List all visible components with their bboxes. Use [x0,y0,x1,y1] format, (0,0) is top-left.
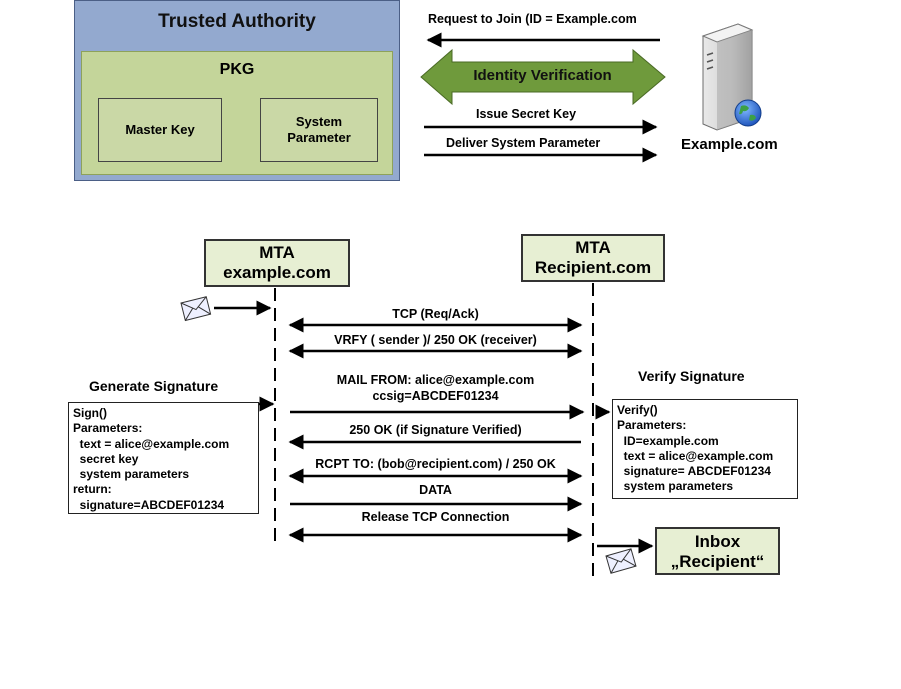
release-label: Release TCP Connection [361,510,510,524]
master-key-box: Master Key [98,98,222,162]
globe-icon [734,99,762,127]
ok-verified-label: 250 OK (if Signature Verified) [349,423,522,437]
mta-sender-domain: example.com [223,263,331,282]
trusted-authority-box: Trusted Authority PKG Master Key System … [74,0,400,181]
vrfy-label: VRFY ( sender )/ 250 OK (receiver) [334,333,537,347]
mta-sender-box: MTA example.com [204,239,350,287]
pkg-title: PKG [219,61,255,78]
generate-signature-title: Generate Signature [89,378,219,394]
tcp-label: TCP (Req/Ack) [392,307,479,321]
request-join-label: Request to Join (ID = Example.com [428,12,637,26]
verify-function-box: Verify() Parameters: ID=example.com text… [612,399,798,499]
deliver-system-parameter-label: Deliver System Parameter [446,136,601,150]
data-label: DATA [419,483,452,497]
mta-sender-title: MTA [259,243,295,262]
envelope-icon [180,296,212,322]
mta-recipient-domain: Recipient.com [534,258,652,277]
verify-signature-title: Verify Signature [638,368,745,384]
ccsig-label: ccsig=ABCDEF01234 [372,389,499,403]
inbox-recipient: „Recipient“ [670,552,765,571]
trusted-authority-title: Trusted Authority [158,11,316,32]
mta-recipient-box: MTA Recipient.com [521,234,665,282]
rcpt-to-label: RCPT TO: (bob@recipient.com) / 250 OK [315,457,556,471]
pkg-box: PKG Master Key System Parameter [81,51,393,175]
inbox-box: Inbox „Recipient“ [655,527,780,575]
sign-function-box: Sign() Parameters: text = alice@example.… [68,402,259,514]
server-label: Example.com [681,136,778,153]
identity-verification-arrow [420,48,666,106]
mta-recipient-title: MTA [575,238,611,257]
issue-secret-key-label: Issue Secret Key [476,107,577,121]
inbox-title: Inbox [694,532,741,551]
system-parameter-box: System Parameter [260,98,378,162]
envelope-icon [605,548,637,574]
mail-from-label: MAIL FROM: alice@example.com [336,373,535,387]
identity-verification-label: Identity Verification [473,67,612,84]
